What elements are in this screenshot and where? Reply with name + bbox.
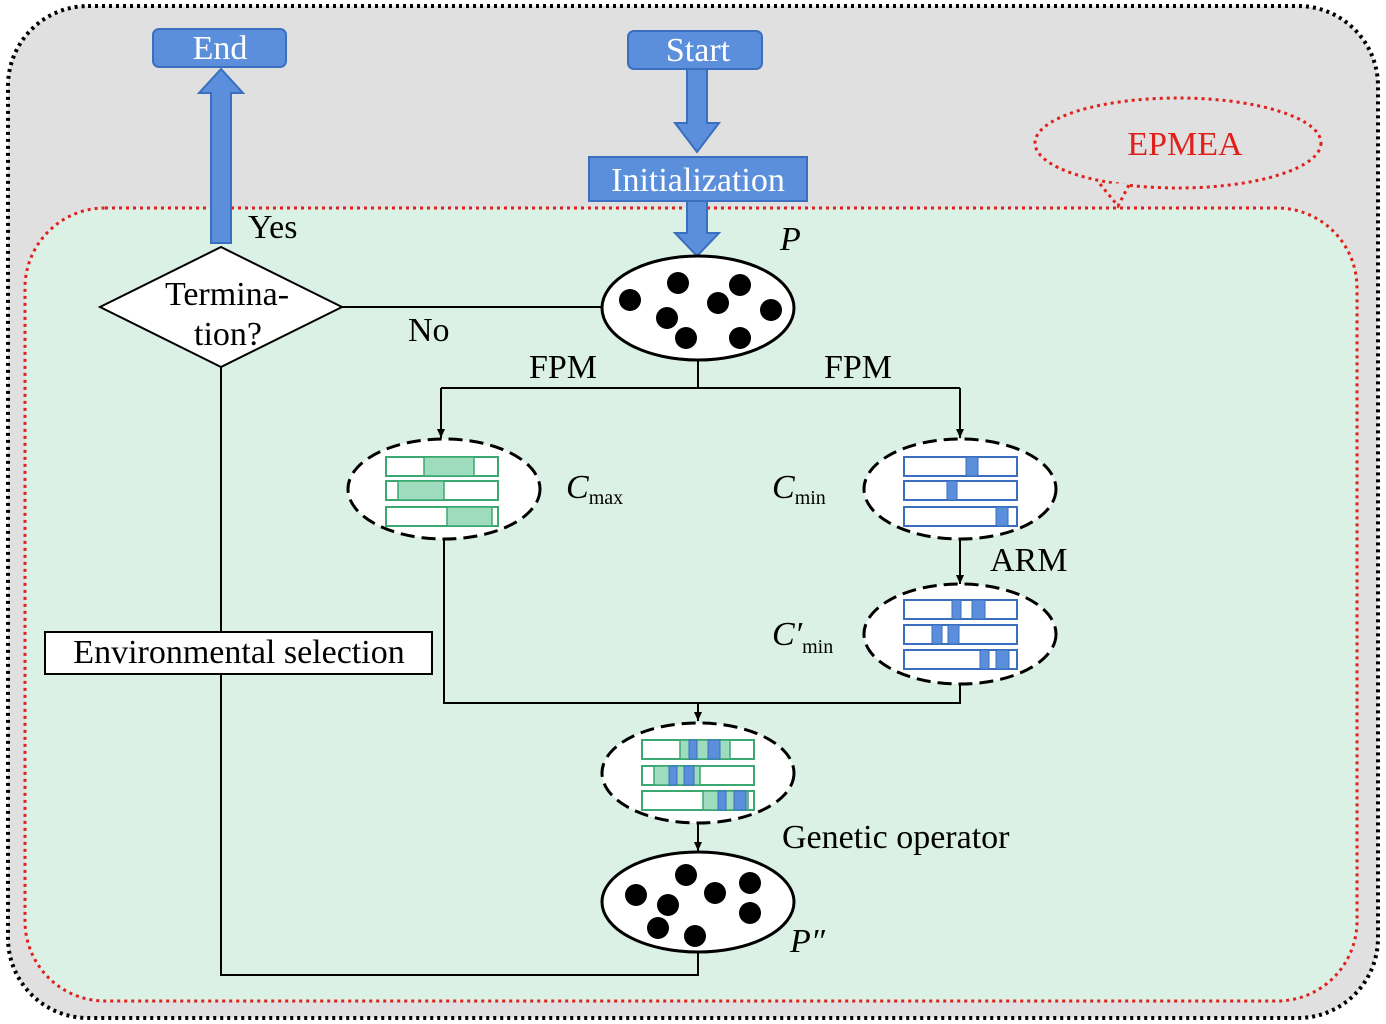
population-node <box>600 254 796 362</box>
population-next-node <box>600 850 796 954</box>
cmin-prime-merge-line <box>698 684 961 704</box>
combined-node <box>600 721 796 825</box>
cmin-node <box>862 437 1058 541</box>
cmax-merge-line <box>443 539 698 704</box>
cmin-prime-label: C′min <box>772 616 833 658</box>
environmental-selection-label: Environmental selection <box>73 634 404 671</box>
population-label: P <box>779 221 801 258</box>
initialization-label: Initialization <box>611 162 785 199</box>
end-label: End <box>193 30 248 67</box>
fpm-right-label: FPM <box>824 349 892 386</box>
initialization-node: Initialization <box>588 156 808 202</box>
environmental-selection-node: Environmental selection <box>44 631 433 675</box>
termination-label-line2: tion? <box>194 316 262 353</box>
arm-label: ARM <box>990 542 1067 579</box>
init-to-population-arrow <box>672 200 722 258</box>
epmea-callout: EPMEA <box>1033 96 1323 209</box>
cmax-node <box>346 437 542 541</box>
start-label: Start <box>666 32 731 69</box>
fpm-left-label: FPM <box>529 349 597 386</box>
genetic-operator-label: Genetic operator <box>782 819 1010 856</box>
cmin-prime-node <box>862 582 1058 686</box>
cmax-label: Cmax <box>566 469 623 509</box>
epmea-label: EPMEA <box>1127 126 1243 163</box>
termination-label-line1: Termina- <box>165 276 289 313</box>
start-to-init-arrow <box>672 68 722 154</box>
no-label: No <box>408 312 450 349</box>
start-node: Start <box>627 30 763 70</box>
termination-to-end-arrow <box>196 67 246 244</box>
population-next-label: P″ <box>789 923 826 960</box>
termination-decision: Termina- tion? <box>97 245 345 369</box>
end-node: End <box>152 28 287 68</box>
epmea-region <box>23 206 1359 1003</box>
cmin-label: Cmin <box>772 469 826 509</box>
yes-label: Yes <box>248 209 297 246</box>
